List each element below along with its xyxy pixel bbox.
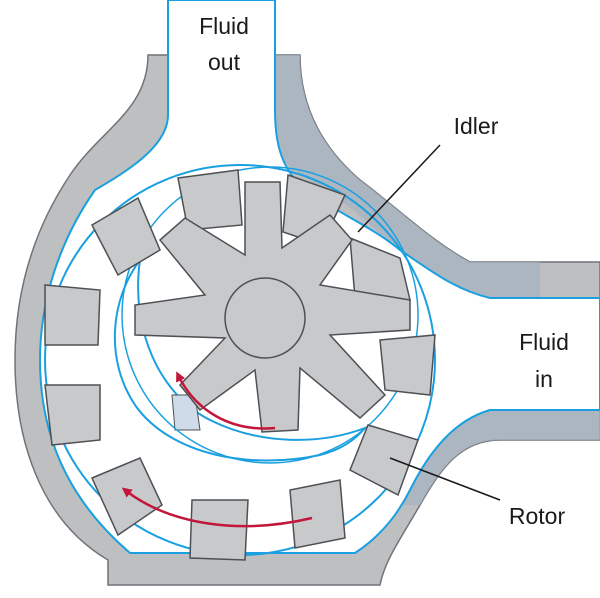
idler-label: Idler — [454, 113, 499, 139]
idler-rim — [121, 166, 419, 464]
rotor-tooth — [177, 169, 243, 231]
rotor-label: Rotor — [509, 503, 566, 529]
idler-hub — [224, 277, 306, 359]
fluid-out-label-line2: out — [208, 49, 241, 75]
rotor-tooth — [379, 334, 436, 396]
idler-leader-line — [357, 144, 441, 233]
rotor-tooth — [44, 284, 101, 346]
fluid-in-label-line1: Fluid — [519, 329, 569, 355]
flow-arrow-outer — [121, 487, 313, 528]
rotor-tooth — [349, 424, 419, 497]
fluid-out-label-line1: Fluid — [199, 13, 249, 39]
rotor-tooth — [44, 384, 101, 446]
fluid-in-label-line2: in — [535, 366, 553, 392]
casing-shading — [272, 55, 540, 298]
rotor-tooth — [189, 499, 249, 561]
flow-arrow-inner — [176, 371, 276, 430]
rotor-tooth — [289, 479, 346, 549]
rotor-leader-line — [389, 457, 501, 501]
rotor-tooth — [91, 196, 161, 277]
